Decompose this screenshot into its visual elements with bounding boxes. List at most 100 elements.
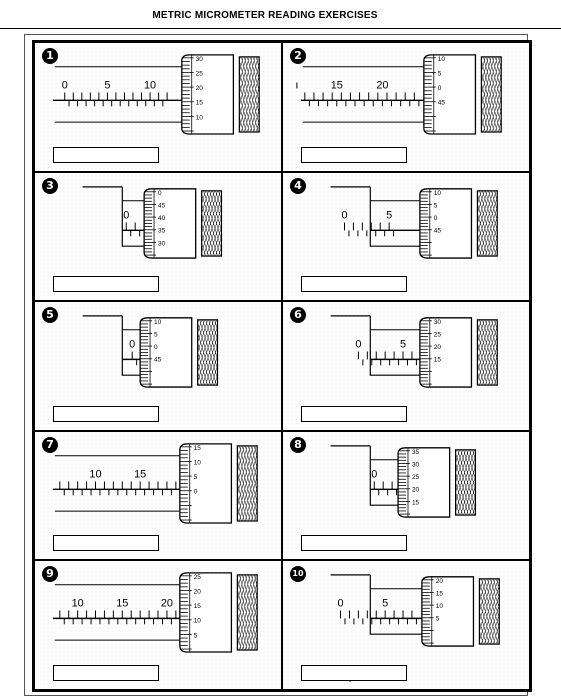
knurl-line	[506, 190, 526, 255]
sleeve-outline	[121, 186, 145, 247]
answer-box[interactable]	[53, 405, 159, 422]
thimble-label: 45	[434, 227, 442, 234]
knurl-line	[248, 615, 258, 651]
knurl-line	[275, 446, 281, 521]
knurl-line	[201, 241, 206, 256]
knurl-line	[481, 450, 501, 515]
knurl-line	[272, 575, 281, 650]
knurl-line	[523, 579, 529, 644]
knurl-line	[506, 320, 526, 385]
knurl-line	[478, 450, 498, 515]
knurl-line	[235, 320, 255, 385]
knurl-line	[254, 190, 274, 255]
knurl-line	[508, 579, 528, 644]
knurl-line	[484, 594, 500, 645]
knurl-line	[248, 190, 268, 255]
knurl-line	[510, 57, 529, 132]
exercise-number-badge: 8	[290, 436, 306, 453]
knurl-line	[477, 190, 497, 254]
knurl-line	[205, 345, 218, 386]
answer-box[interactable]	[301, 146, 407, 163]
knurl-line	[260, 446, 280, 521]
thimble-label: 15	[412, 499, 420, 506]
answer-box[interactable]	[53, 665, 159, 681]
knurl-line	[481, 450, 501, 515]
knurl-line	[509, 320, 529, 385]
thimble-label: 5	[438, 70, 442, 77]
knurl-line	[477, 241, 482, 256]
knurl-line	[241, 320, 261, 385]
answer-box[interactable]	[53, 535, 159, 552]
knurl-line	[254, 190, 274, 255]
knurl-line	[497, 190, 498, 192]
answer-box[interactable]	[53, 276, 159, 293]
answer-box[interactable]	[53, 146, 159, 163]
knurl-line	[232, 320, 252, 385]
thimble-label: 5	[154, 332, 158, 339]
knurl-line	[278, 575, 281, 650]
sleeve-label: 0	[341, 209, 347, 221]
knurl-line	[482, 205, 498, 256]
knurl-line	[484, 450, 504, 515]
knurl-line	[197, 319, 217, 383]
knurl-line	[511, 450, 529, 515]
knurl-line	[202, 335, 218, 386]
knurl-line	[508, 450, 528, 515]
knurl-line	[503, 190, 523, 255]
exercise-number-badge: 4	[290, 177, 306, 194]
thimble-label: 30	[434, 319, 442, 326]
knurl-line	[201, 190, 218, 244]
answer-box[interactable]	[301, 665, 407, 681]
knurl-line	[481, 56, 489, 85]
knurl-line	[236, 190, 256, 255]
sleeve-label: 5	[400, 339, 406, 351]
knurl-line	[475, 514, 476, 515]
knurl-line	[256, 320, 276, 385]
sleeve-outline	[369, 575, 422, 636]
knurl-line	[493, 579, 500, 600]
knurl-line	[237, 575, 248, 614]
knurl-line	[206, 205, 222, 256]
knurl-line	[233, 190, 253, 255]
knurl-line	[248, 190, 268, 255]
knurl-line	[455, 491, 463, 515]
thimble-label: 5	[194, 633, 198, 640]
knurl-line	[500, 320, 520, 385]
knurl-line	[227, 190, 247, 255]
thimble-label: 10	[196, 114, 204, 121]
sleeve-label: 0	[371, 468, 377, 480]
sleeve-label: 20	[161, 598, 173, 610]
knurl-line	[237, 445, 245, 473]
knurl-line	[250, 320, 270, 385]
answer-box[interactable]	[301, 276, 407, 293]
thimble-label: 40	[158, 215, 166, 222]
knurl-line	[237, 575, 257, 648]
knurl-line	[463, 474, 476, 515]
answer-box[interactable]	[301, 535, 407, 552]
knurl-line	[491, 235, 498, 256]
knurl-line	[528, 57, 529, 132]
knurl-line	[479, 579, 496, 633]
knurl-line	[252, 56, 260, 81]
knurl-line	[490, 579, 500, 610]
knurl-line	[479, 579, 490, 613]
knurl-line	[511, 579, 529, 644]
exercise-number-badge: 1	[42, 48, 58, 64]
answer-box[interactable]	[301, 405, 407, 422]
knurl-line	[522, 57, 529, 132]
knurl-line	[227, 190, 247, 255]
knurl-line	[455, 481, 466, 515]
knurl-line	[496, 450, 516, 515]
knurl-line	[201, 190, 215, 234]
thimble-label: 20	[436, 578, 444, 585]
knurl-line	[460, 465, 476, 515]
knurl-line	[526, 579, 529, 644]
exercise-number-badge: 2	[290, 48, 306, 64]
knurl-line	[481, 116, 486, 133]
thimble-label: 45	[438, 100, 446, 107]
header-rule	[0, 28, 561, 29]
knurl-line	[479, 579, 487, 603]
